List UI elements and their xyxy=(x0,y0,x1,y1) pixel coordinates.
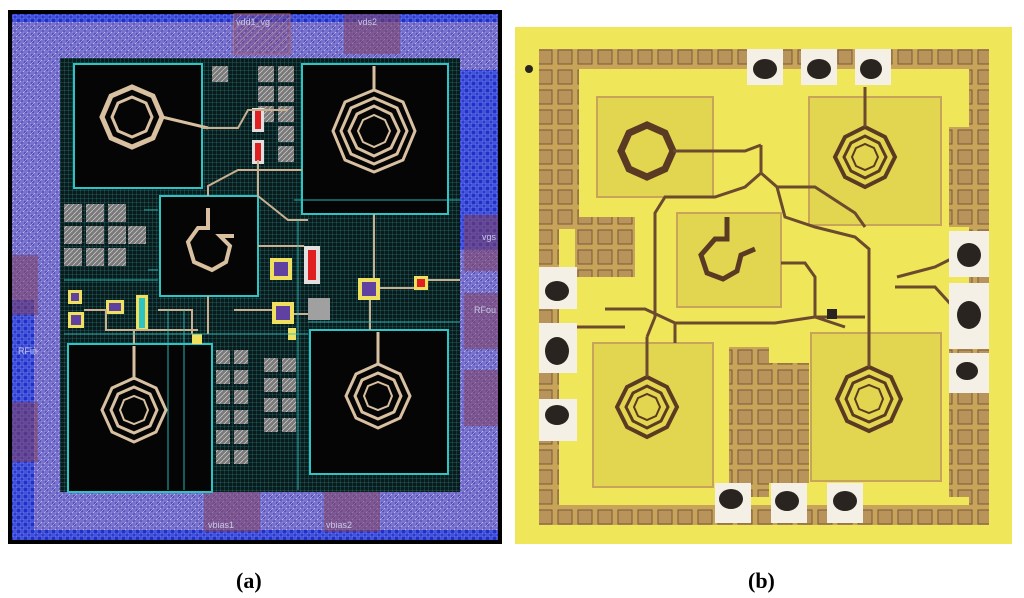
inductor-top-left xyxy=(73,63,209,189)
inductor-center xyxy=(159,195,259,297)
layout-panel-a: vdd1_vg vds2 RFin vgs RFou vbias1 vbias2 xyxy=(8,10,502,544)
die-traces xyxy=(577,145,957,343)
label-rfout: RFou xyxy=(474,305,496,315)
pad-right-lower xyxy=(464,370,498,426)
die-inductor-bottom-left xyxy=(592,337,714,488)
transistor-cells xyxy=(68,108,428,344)
inductor-top-right xyxy=(301,63,449,215)
pad-vbias1 xyxy=(204,492,260,532)
interconnect-traces xyxy=(84,109,460,344)
inductor-bottom-left xyxy=(67,343,213,493)
pad-vbias2 xyxy=(324,492,380,532)
die-inductor-top-left xyxy=(596,96,762,198)
label-vds2: vds2 xyxy=(358,17,377,27)
pad-rfin-upper xyxy=(12,255,38,315)
seal-ring-bottom xyxy=(539,505,989,525)
die-inductor-bottom-right xyxy=(810,323,942,482)
pad-rfout xyxy=(464,293,498,349)
die-inductor-top-right xyxy=(808,87,942,226)
pad-vgs xyxy=(464,215,498,271)
label-vdd1-vg: vdd1_vg xyxy=(236,17,270,27)
pad-vdd1-vg xyxy=(233,13,291,55)
die-photo-panel-b xyxy=(515,27,1012,544)
label-rfin: RFin xyxy=(18,346,37,356)
die-inductor-center xyxy=(676,212,782,308)
cyan-routing xyxy=(64,199,460,490)
pad-vds2 xyxy=(344,14,400,54)
label-vbias2: vbias2 xyxy=(326,520,352,530)
label-vgs: vgs xyxy=(482,232,497,242)
capacitor-array-top xyxy=(212,66,294,162)
debris-mark xyxy=(827,309,837,319)
caption-a: (a) xyxy=(236,568,262,593)
caption-b: (b) xyxy=(748,568,775,593)
debris-mark xyxy=(525,65,533,73)
capacitor-array-bottom xyxy=(216,350,296,464)
capacitor-array-left xyxy=(64,204,146,266)
inductor-bottom-right xyxy=(309,329,449,475)
pad-rfin-lower xyxy=(12,402,38,462)
bond-pads xyxy=(539,49,989,523)
label-vbias1: vbias1 xyxy=(208,520,234,530)
